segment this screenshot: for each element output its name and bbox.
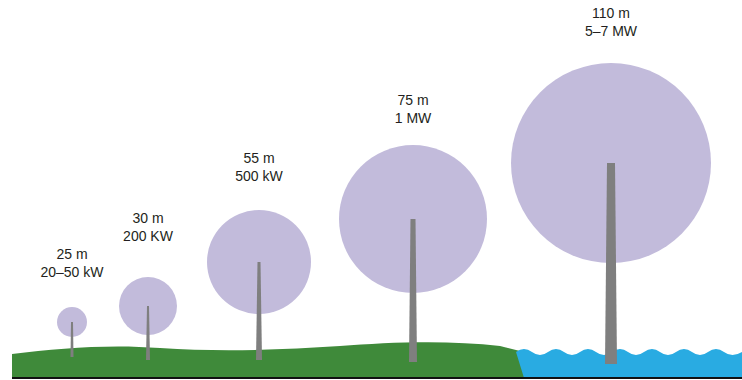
tower: [71, 322, 74, 357]
tower: [605, 163, 617, 364]
height-label: 25 m: [56, 246, 87, 263]
height-label: 110 m: [592, 5, 630, 22]
height-label: 55 m: [243, 150, 274, 167]
power-label: 500 kW: [235, 168, 282, 185]
power-label: 20–50 kW: [40, 264, 103, 281]
baseline: [12, 377, 742, 379]
tower: [146, 306, 150, 360]
height-label: 30 m: [132, 210, 163, 227]
land: [12, 342, 524, 378]
power-label: 5–7 MW: [585, 23, 637, 40]
power-label: 200 KW: [123, 228, 173, 245]
power-label: 1 MW: [395, 110, 432, 127]
height-label: 75 m: [397, 92, 428, 109]
tower: [256, 262, 262, 360]
sea: [516, 349, 742, 378]
tower: [409, 219, 417, 362]
